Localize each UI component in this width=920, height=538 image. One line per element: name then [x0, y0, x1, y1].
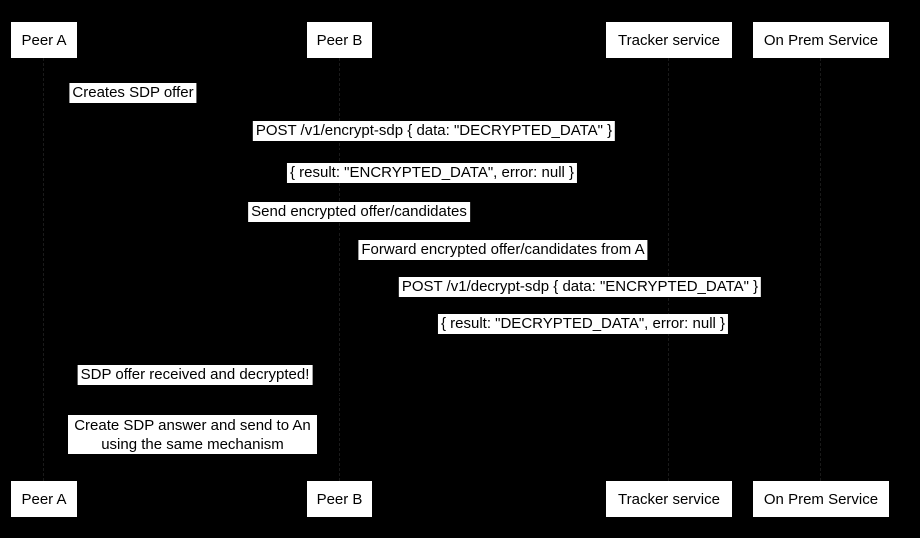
actor-peer-b-top: Peer B [307, 22, 372, 58]
arrow-sdp-offer-received [44, 394, 340, 395]
actor-on-prem-service-top: On Prem Service [753, 22, 889, 58]
actor-on-prem-service-top-label: On Prem Service [763, 31, 879, 49]
actor-peer-a-bottom: Peer A [11, 481, 77, 517]
actor-peer-a-top: Peer A [11, 22, 77, 58]
actor-on-prem-service-bottom-label: On Prem Service [763, 490, 879, 508]
lifeline-peer-b [339, 58, 340, 481]
arrow-forward-encrypted-offer [340, 268, 669, 269]
message-creates-sdp-offer: Creates SDP offer [69, 83, 197, 103]
message-forward-encrypted-offer: Forward encrypted offer/candidates from … [358, 240, 648, 260]
message-post-encrypt-sdp: POST /v1/encrypt-sdp { data: "DECRYPTED_… [252, 121, 616, 141]
actor-tracker-service-bottom-label: Tracker service [618, 490, 720, 508]
actor-peer-b-bottom-label: Peer B [316, 490, 363, 508]
arrow-decrypt-result [340, 342, 821, 343]
actor-peer-a-bottom-label: Peer A [21, 490, 67, 508]
actor-peer-b-top-label: Peer B [316, 31, 363, 49]
actor-peer-b-bottom: Peer B [307, 481, 372, 517]
arrow-post-encrypt-sdp [44, 150, 821, 151]
note-line-1: Create SDP answer and send to An [74, 417, 311, 434]
lifeline-tracker-service [668, 58, 669, 481]
actor-tracker-service-bottom: Tracker service [606, 481, 732, 517]
actor-peer-a-top-label: Peer A [21, 31, 67, 49]
lifeline-on-prem-service [820, 58, 821, 481]
note-create-sdp-answer: Create SDP answer and send to An using t… [68, 415, 317, 454]
note-line-2: using the same mechanism [101, 436, 284, 453]
message-decrypt-result: { result: "DECRYPTED_DATA", error: null … [437, 314, 729, 334]
arrow-encrypt-result [44, 191, 821, 192]
actor-on-prem-service-bottom: On Prem Service [753, 481, 889, 517]
actor-tracker-service-top-label: Tracker service [618, 31, 720, 49]
actor-tracker-service-top: Tracker service [606, 22, 732, 58]
lifeline-peer-a [43, 58, 44, 481]
message-encrypt-result: { result: "ENCRYPTED_DATA", error: null … [286, 163, 578, 183]
arrow-post-decrypt-sdp [340, 305, 821, 306]
arrow-send-encrypted-offer [44, 230, 669, 231]
arrow-self-creates-sdp-offer [44, 103, 73, 114]
message-post-decrypt-sdp: POST /v1/decrypt-sdp { data: "ENCRYPTED_… [398, 277, 762, 297]
message-sdp-offer-received: SDP offer received and decrypted! [77, 365, 313, 385]
message-send-encrypted-offer: Send encrypted offer/candidates [248, 202, 470, 222]
